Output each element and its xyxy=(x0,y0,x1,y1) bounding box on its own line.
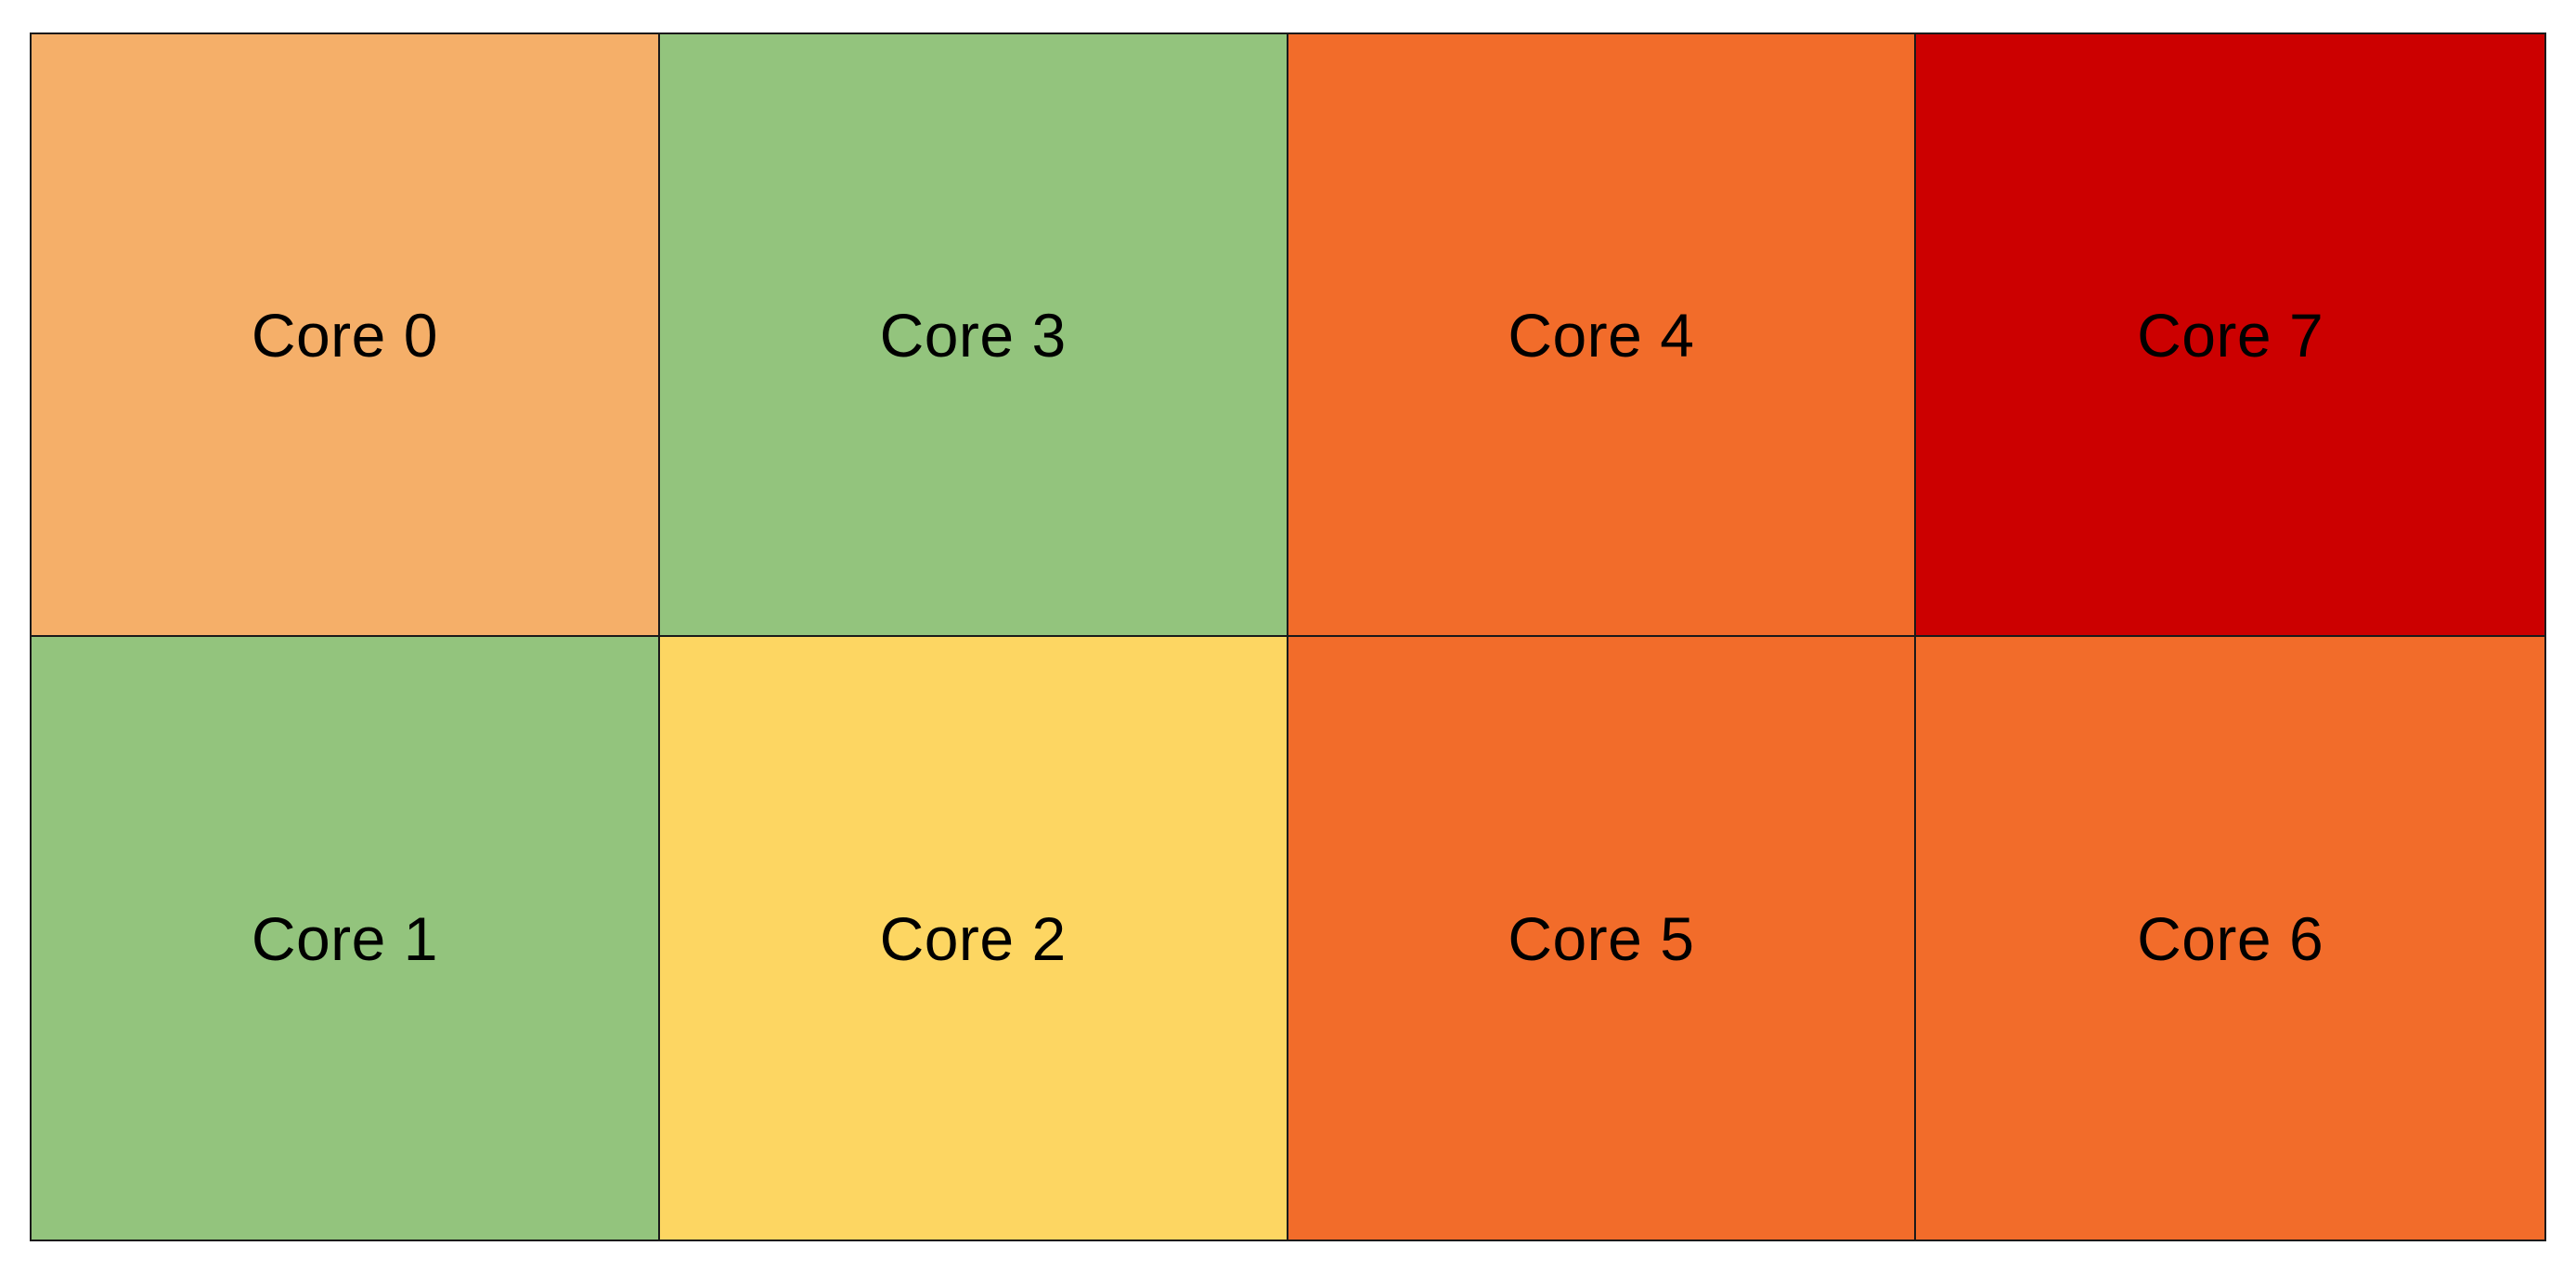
core-label: Core 1 xyxy=(251,903,438,973)
core-label: Core 3 xyxy=(879,300,1067,370)
core-label: Core 4 xyxy=(1508,300,1695,370)
core-cell-6: Core 6 xyxy=(1916,637,2544,1240)
core-cell-7: Core 7 xyxy=(1916,34,2544,637)
core-label: Core 0 xyxy=(251,300,438,370)
core-label: Core 5 xyxy=(1508,903,1695,973)
core-label: Core 6 xyxy=(2137,903,2324,973)
core-cell-1: Core 1 xyxy=(32,637,660,1240)
core-grid: Core 0 Core 3 Core 4 Core 7 Core 1 Core … xyxy=(30,32,2546,1241)
core-label: Core 2 xyxy=(879,903,1067,973)
core-cell-3: Core 3 xyxy=(659,34,1288,637)
core-cell-4: Core 4 xyxy=(1288,34,1917,637)
core-cell-2: Core 2 xyxy=(659,637,1288,1240)
core-cell-0: Core 0 xyxy=(32,34,660,637)
core-label: Core 7 xyxy=(2137,300,2324,370)
core-cell-5: Core 5 xyxy=(1288,637,1917,1240)
